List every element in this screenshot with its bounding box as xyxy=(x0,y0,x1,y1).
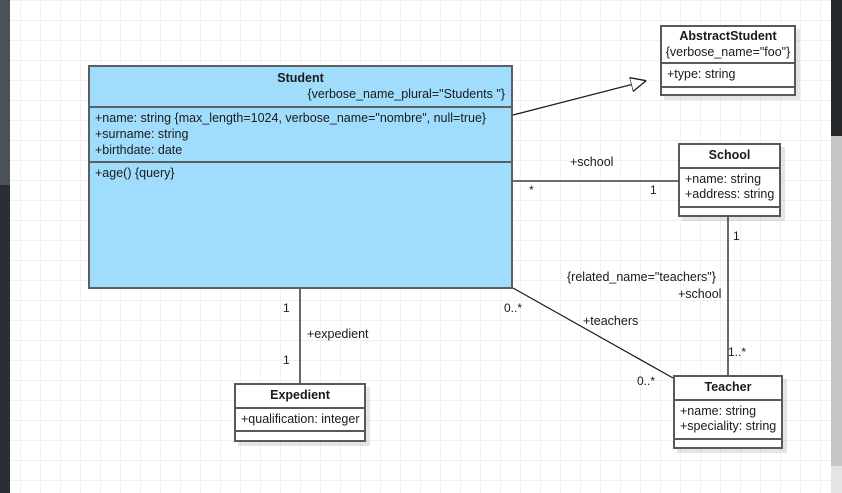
uml-class-school-name: School xyxy=(708,148,751,162)
edge-mult-student-school-right: 1 xyxy=(650,183,657,197)
uml-class-student[interactable]: Student {verbose_name_plural="Students "… xyxy=(88,65,513,289)
edge-label-school-role: +school xyxy=(570,155,614,169)
uml-attribute: +birthdate: date xyxy=(95,142,183,157)
uml-class-teacher-name: Teacher xyxy=(704,380,752,394)
uml-class-teacher-attributes: +name: string +speciality: string xyxy=(675,401,781,440)
uml-class-student-name: Student xyxy=(277,71,324,85)
edge-label-expedient-role: +expedient xyxy=(307,327,369,341)
edge-label-teachers-role: +teachers xyxy=(583,314,639,328)
uml-class-school[interactable]: School +name: string +address: string xyxy=(678,143,781,217)
uml-attribute: +address: string xyxy=(685,187,775,202)
uml-class-school-header: School xyxy=(680,145,779,169)
uml-class-abstractstudent-name: AbstractStudent xyxy=(679,29,777,43)
uml-class-teacher[interactable]: Teacher +name: string +speciality: strin… xyxy=(673,375,783,449)
uml-class-expedient-name: Expedient xyxy=(270,388,330,402)
uml-attribute: +name: string xyxy=(685,171,762,186)
uml-class-abstractstudent-attributes: +type: string xyxy=(662,64,794,88)
vertical-scrollbar-left[interactable] xyxy=(0,0,10,493)
vertical-scrollbar-right-thumb[interactable] xyxy=(831,136,842,466)
uml-class-school-operations xyxy=(680,208,779,221)
uml-class-expedient-attributes: +qualification: integer xyxy=(236,409,364,433)
edge-student-teacher xyxy=(512,287,674,379)
vertical-scrollbar-right[interactable] xyxy=(831,0,842,493)
vertical-scrollbar-left-thumb[interactable] xyxy=(0,0,10,185)
edge-label-teachers-related-name: {related_name="teachers"} xyxy=(567,270,716,284)
uml-class-teacher-header: Teacher xyxy=(675,377,781,401)
uml-class-student-header: Student {verbose_name_plural="Students "… xyxy=(90,67,511,109)
uml-class-abstractstudent-header: AbstractStudent {verbose_name="foo"} xyxy=(662,27,794,65)
edge-mult-student-expedient-top: 1 xyxy=(283,301,290,315)
uml-class-abstractstudent-stereotype: {verbose_name="foo"} xyxy=(665,44,791,59)
edge-mult-student-teacher-start: 0..* xyxy=(504,301,523,315)
uml-class-school-attributes: +name: string +address: string xyxy=(680,169,779,208)
uml-attribute: +qualification: integer xyxy=(241,411,360,426)
edge-student-abstractstudent xyxy=(512,81,645,116)
uml-class-expedient[interactable]: Expedient +qualification: integer xyxy=(234,383,366,442)
uml-class-abstractstudent[interactable]: AbstractStudent {verbose_name="foo"} +ty… xyxy=(660,25,796,96)
uml-class-student-attributes: +name: string {max_length=1024, verbose_… xyxy=(90,108,511,164)
edge-mult-school-teacher-top: 1 xyxy=(733,229,740,243)
uml-attribute: +type: string xyxy=(667,67,736,82)
uml-operation: +age() {query} xyxy=(95,166,175,181)
uml-class-expedient-header: Expedient xyxy=(236,385,364,409)
edge-mult-student-expedient-bottom: 1 xyxy=(283,353,290,367)
uml-attribute: +surname: string xyxy=(95,126,189,141)
uml-class-student-operations: +age() {query} xyxy=(90,163,511,185)
uml-class-student-stereotype: {verbose_name_plural="Students "} xyxy=(307,86,505,101)
uml-attribute: +name: string {max_length=1024, verbose_… xyxy=(95,111,487,126)
uml-class-abstractstudent-operations xyxy=(662,88,794,101)
uml-class-teacher-operations xyxy=(675,440,781,453)
uml-attribute: +speciality: string xyxy=(680,419,777,434)
vertical-scrollbar-right-track[interactable] xyxy=(831,0,842,136)
edge-mult-student-teacher-end: 0..* xyxy=(637,374,656,388)
edge-label-school-teacher-role: +school xyxy=(678,287,722,301)
edge-mult-school-teacher-bottom: 1..* xyxy=(728,345,747,359)
uml-attribute: +name: string xyxy=(680,403,757,418)
edge-mult-student-school-left: * xyxy=(529,183,534,197)
uml-class-expedient-operations xyxy=(236,432,364,445)
